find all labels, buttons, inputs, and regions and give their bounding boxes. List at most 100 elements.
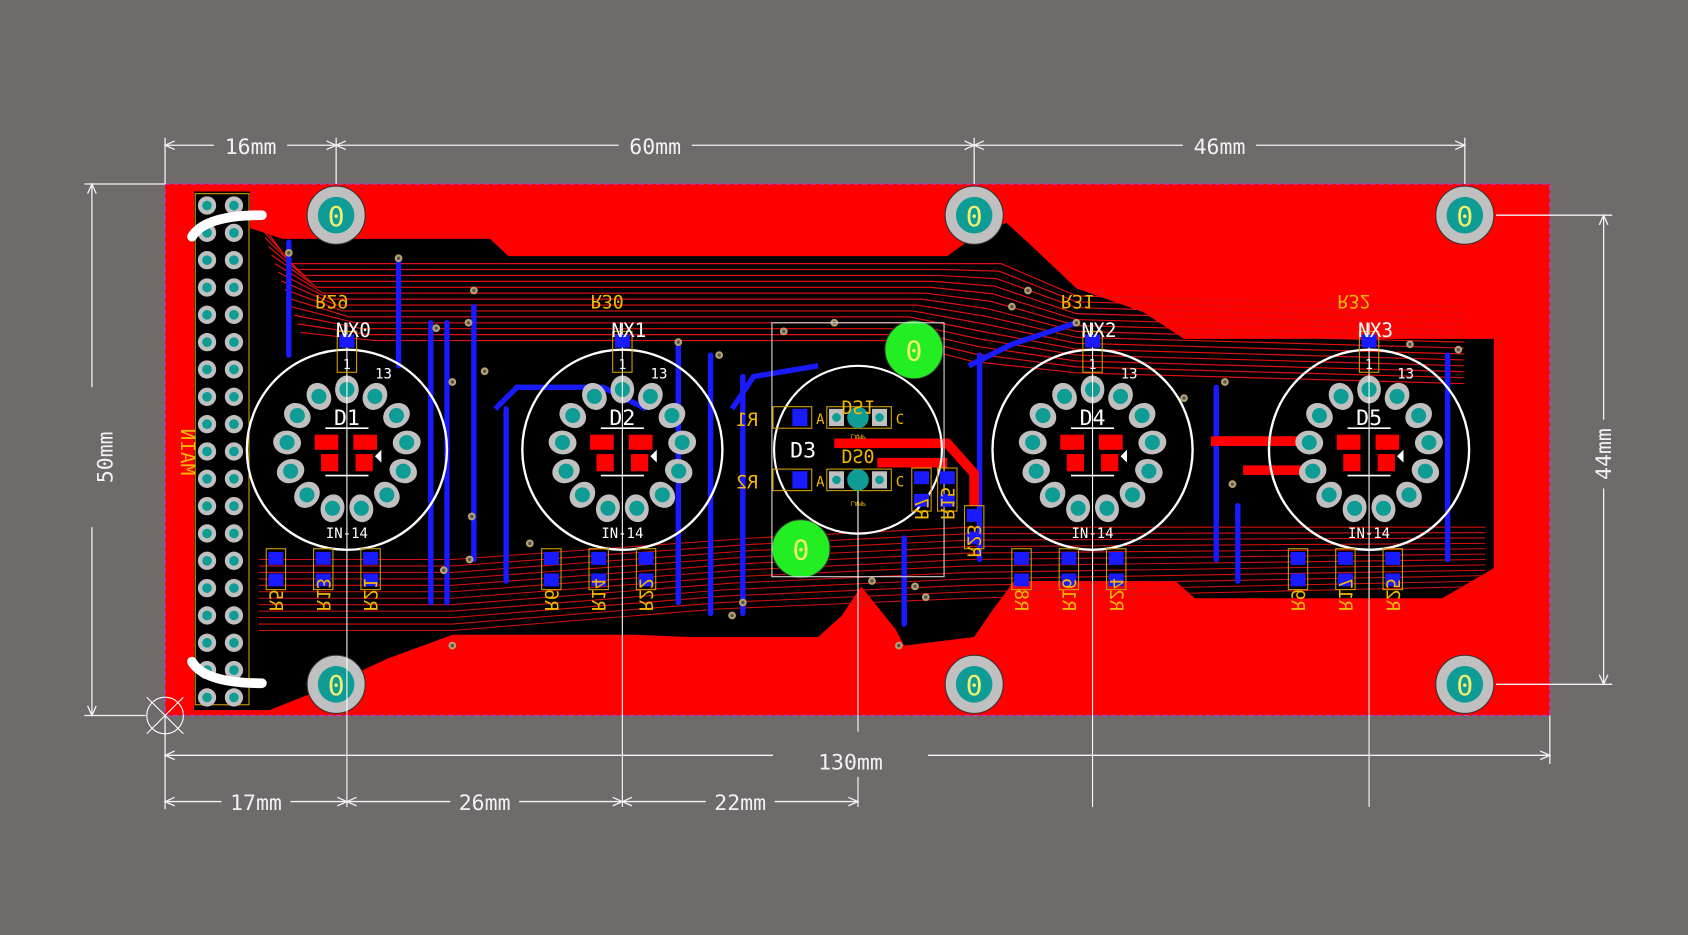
side-resistor-footprint xyxy=(772,406,813,429)
resistor-pad xyxy=(1385,573,1401,587)
via-drill xyxy=(1456,347,1461,352)
tube-pin-drill xyxy=(1301,434,1317,451)
resistor-pad xyxy=(1061,573,1077,587)
tube-pin-drill xyxy=(1025,434,1041,451)
pin1-label: 1 xyxy=(1365,358,1373,373)
mounting-hole-drill xyxy=(955,196,993,234)
via-drill xyxy=(434,326,438,330)
tube-pin-drill xyxy=(586,388,602,404)
pullup-footprint xyxy=(612,330,633,373)
resistor-label: R25 xyxy=(1381,578,1402,611)
resistor-label: R7 xyxy=(910,498,931,520)
tube-pin-drill xyxy=(1141,463,1157,479)
pin1-marker xyxy=(1397,449,1404,463)
header-pin-drill xyxy=(229,364,239,375)
resistor-footprint xyxy=(360,548,381,591)
tube-pin-drill xyxy=(1144,434,1160,451)
resistor-pad xyxy=(1337,551,1353,565)
pullup-pad xyxy=(614,334,630,348)
dimension-label-bg xyxy=(705,790,775,815)
tube-pin-drill xyxy=(558,463,574,479)
header-pin-drill xyxy=(202,473,212,484)
pin1-marker xyxy=(374,449,382,463)
mounting-hole xyxy=(884,320,944,380)
resistor-label: R24 xyxy=(1105,578,1126,611)
resistor-pad xyxy=(1290,573,1306,587)
resistor-pad xyxy=(939,471,955,485)
header-pin-drill xyxy=(229,200,239,211)
tube-pin-drill xyxy=(367,388,383,404)
indicator-type-label: LAMP xyxy=(850,433,866,441)
pin1-marker xyxy=(187,210,267,242)
resistor-pad xyxy=(966,508,982,522)
indicator-type-label: LAMP xyxy=(850,499,866,507)
header-pin-drill xyxy=(229,501,239,511)
signal-trace xyxy=(258,585,1486,632)
tube-pin-drill xyxy=(1045,487,1061,503)
resistor-footprint xyxy=(1058,548,1080,591)
header-pin-drill xyxy=(229,583,239,593)
via-drill xyxy=(450,643,455,648)
resistor-pad xyxy=(966,531,982,545)
header-pin-drill xyxy=(229,555,239,566)
tube-pin-drill xyxy=(1124,487,1141,503)
header-pin-drill xyxy=(202,364,212,375)
tube-pin-drill xyxy=(1070,500,1086,516)
tube-pin-drill xyxy=(600,500,616,516)
via-drill xyxy=(782,329,786,334)
transistor-pad xyxy=(596,454,614,472)
mounting-hole-drill xyxy=(1446,666,1484,703)
tube-pin-drill xyxy=(555,434,571,451)
dimension-label-bg xyxy=(1592,419,1617,489)
resistor-footprint xyxy=(635,548,657,591)
resistor-pad xyxy=(591,551,607,565)
mounting-hole-label: 0 xyxy=(1456,669,1473,702)
tube-pin-drill xyxy=(671,463,687,479)
dimension-arrow xyxy=(620,796,633,807)
resistor-label: R15 xyxy=(936,487,957,520)
resistor-footprint xyxy=(1335,548,1356,591)
resistor-label: R5 xyxy=(264,589,285,611)
transistor-pad xyxy=(1066,454,1084,472)
resistor-pad xyxy=(543,551,559,565)
tube-type-label: IN-14 xyxy=(326,526,368,542)
header-pin-drill xyxy=(229,337,239,347)
dimension-label-bg xyxy=(75,387,119,528)
signal-trace xyxy=(258,532,1486,567)
resistor-label: R6 xyxy=(540,589,561,611)
via-drill xyxy=(924,595,928,599)
main-connector[interactable]: MAIN xyxy=(176,193,267,707)
via-drill xyxy=(1074,321,1079,325)
resistor-footprint xyxy=(911,467,932,512)
anode-label: A xyxy=(816,474,825,490)
origin-marker xyxy=(146,696,184,735)
cathode-label: C xyxy=(896,412,904,428)
lamp-designator: D3 xyxy=(790,438,816,463)
resistor-label: R16 xyxy=(1057,578,1078,611)
resistor-footprint xyxy=(1105,548,1127,591)
side-resistor-label: R1 xyxy=(736,410,758,431)
pin13-label: 13 xyxy=(375,367,392,383)
pin1-label: 1 xyxy=(618,358,626,373)
indicator-lens xyxy=(847,406,869,429)
transistor-pad xyxy=(1099,434,1123,450)
dimension-label-bg xyxy=(772,731,928,777)
tube-pin-drill xyxy=(1321,487,1337,503)
tube-designator: D5 xyxy=(1356,406,1382,431)
tube-pin-drill xyxy=(388,407,405,424)
via-drill xyxy=(717,353,721,357)
via-drill xyxy=(528,541,532,546)
tube-pin-drill xyxy=(399,434,415,451)
header-pin-drill xyxy=(202,637,212,648)
signal-trace xyxy=(258,575,1486,619)
via-drill xyxy=(467,557,472,562)
pin13-label: 13 xyxy=(1121,367,1138,383)
power-trace xyxy=(834,438,980,506)
via-drill xyxy=(1230,482,1235,486)
mounting-hole-drill xyxy=(317,666,355,703)
cathode-label: C xyxy=(896,474,904,490)
header-pin-drill xyxy=(229,255,239,266)
transistor-pad xyxy=(355,454,373,472)
